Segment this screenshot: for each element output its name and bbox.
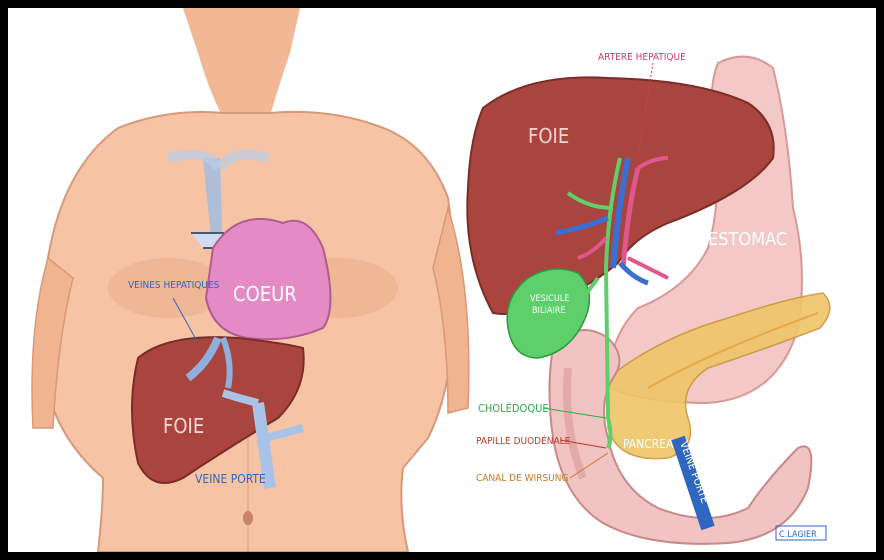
estomac-label: ESTOMAC	[708, 229, 787, 250]
pancreas-label: PANCREAS	[623, 437, 680, 451]
vesicule-label-2: BILIAIRE	[532, 306, 566, 316]
foie-right-label: FOIE	[528, 124, 569, 148]
veine-porte-left-label: VEINE PORTE	[195, 472, 266, 486]
foie-left-label: FOIE	[163, 414, 204, 438]
artere-hepatique-label: ARTERE HEPATIQUE	[598, 52, 686, 63]
vesicule-label-1: VESICULE	[530, 294, 569, 304]
anatomy-illustration: COEUR FOIE VEINES HEPATIQUES VEINE PORTE	[8, 8, 876, 552]
canal-de-wirsung-label: CANAL DE WIRSUNG	[476, 473, 568, 484]
coeur-label: COEUR	[233, 282, 297, 306]
heart: COEUR	[206, 219, 331, 339]
papille-duodenale-label: PAPILLE DUODÉNALE	[476, 434, 571, 447]
signature: C.LAGIER	[779, 530, 817, 540]
choledoque-label: CHOLÉDOQUE	[478, 402, 549, 415]
veines-hepatiques-label: VEINES HEPATIQUES	[128, 280, 220, 291]
illustration-canvas: COEUR FOIE VEINES HEPATIQUES VEINE PORTE	[8, 8, 876, 552]
